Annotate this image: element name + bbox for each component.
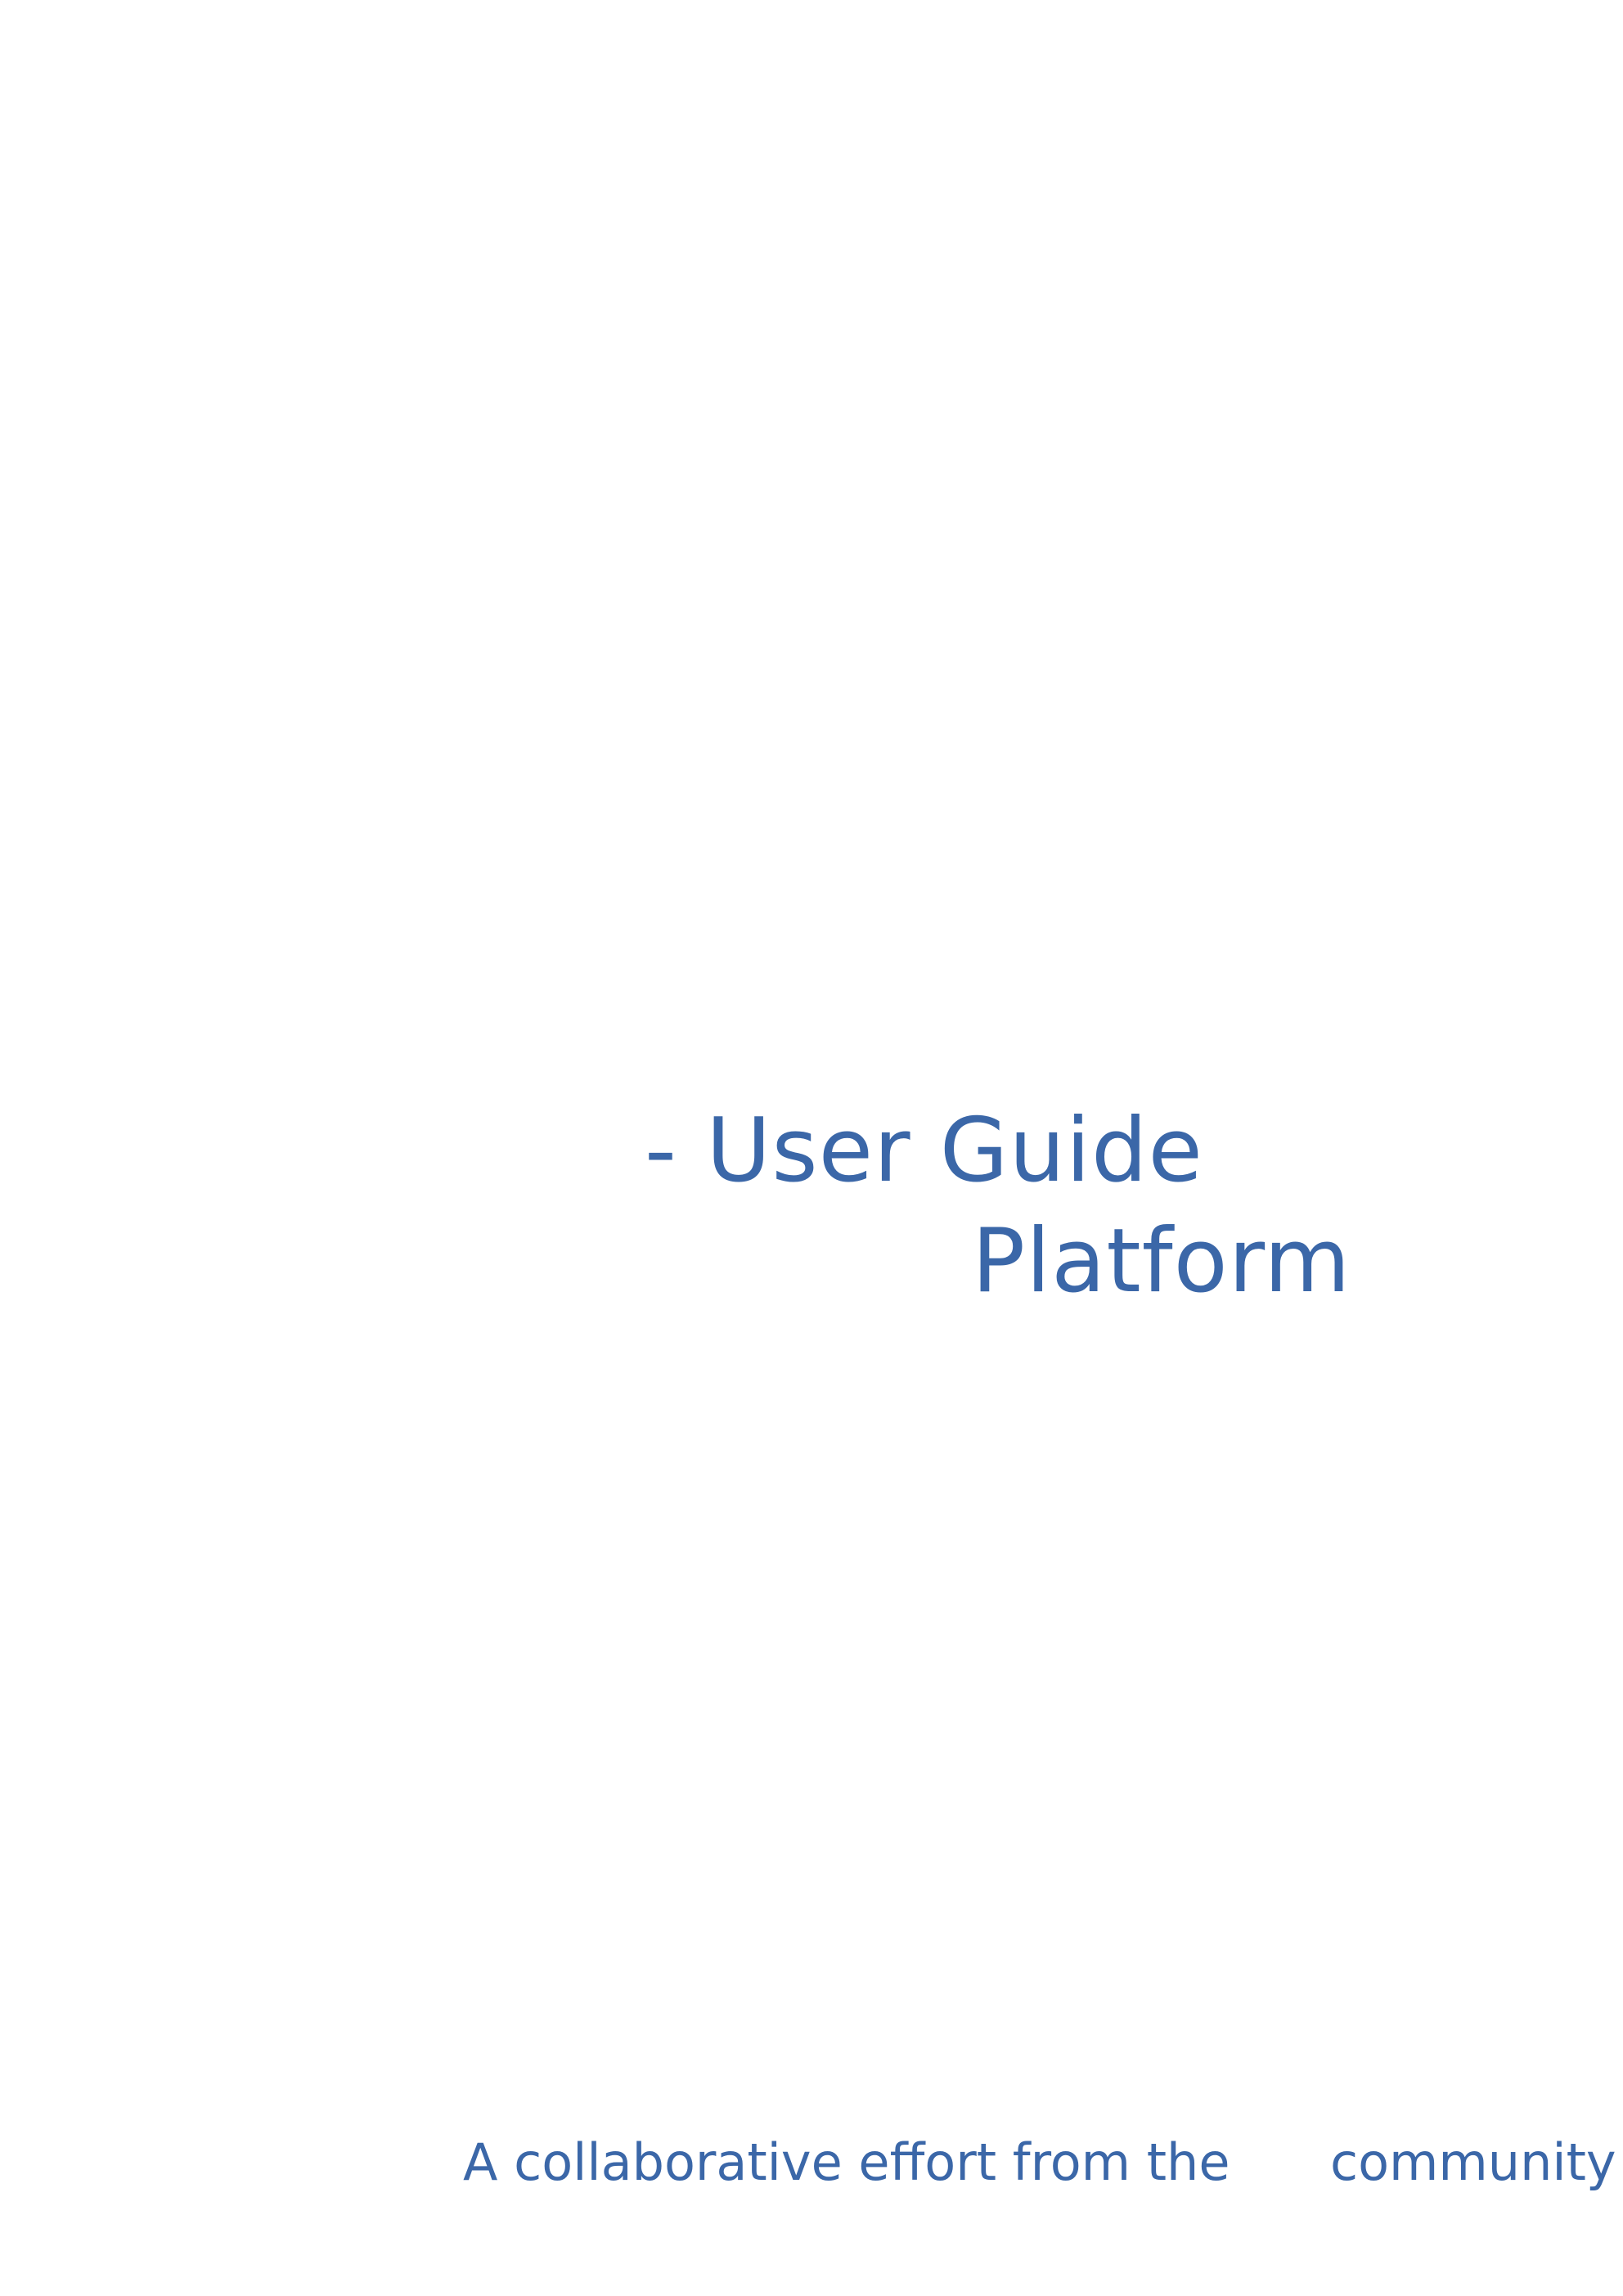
footer-text-left: A collaborative effort from the	[463, 2132, 1230, 2192]
title-line-1: - User Guide	[645, 1100, 1203, 1202]
footer-text-right: community	[1330, 2132, 1616, 2192]
title-line-2: Platform	[972, 1210, 1351, 1312]
